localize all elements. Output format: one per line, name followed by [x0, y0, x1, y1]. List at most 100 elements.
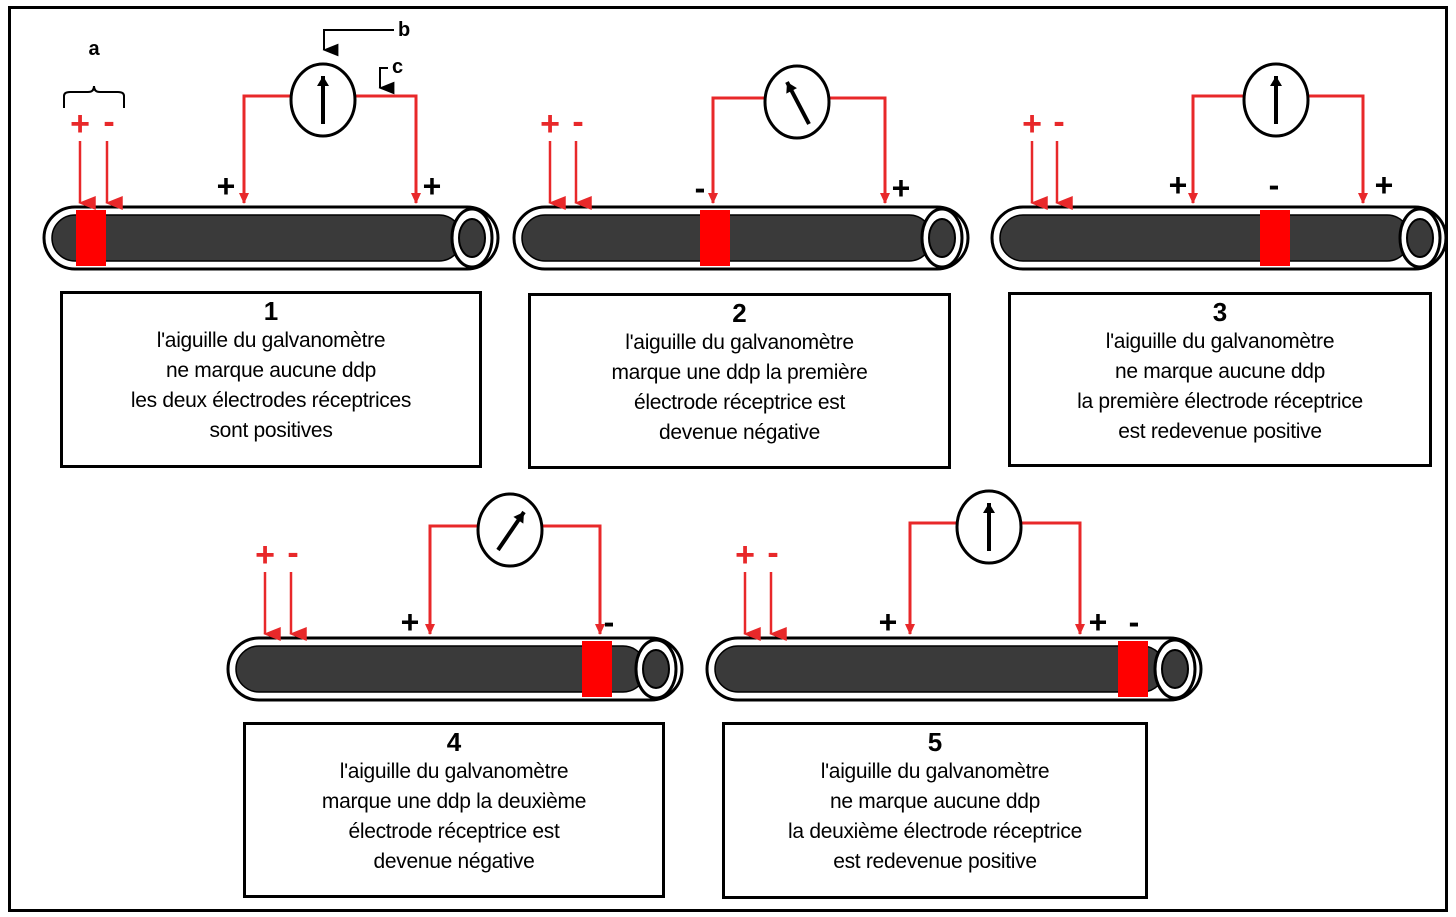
annotation-labels: a b c: [63, 19, 410, 108]
depolarized-zone: [582, 641, 612, 697]
galvanometer: [476, 492, 544, 568]
diagram-frame: [8, 6, 1448, 912]
stimulus-plus-sign: +: [540, 105, 560, 143]
receiving-electrode-2: [411, 193, 421, 204]
wire-left: [1191, 94, 1244, 203]
wave-polarity-sign: -: [1269, 167, 1280, 203]
caption-line: est redevenue positive: [833, 850, 1037, 873]
receiving-electrode-2: [1075, 624, 1085, 635]
caption-line: ne marque aucune ddp: [830, 790, 1040, 813]
step-number: 1: [263, 296, 279, 326]
electrode-1-polarity: +: [217, 168, 236, 204]
caption-line: électrode réceptrice est: [348, 820, 560, 843]
receiving-electrode-1: [239, 193, 249, 204]
needle-tip: [983, 503, 995, 513]
step-number: 2: [732, 298, 747, 328]
step-number: 3: [1212, 297, 1228, 327]
receiving-electrode-2: [595, 624, 605, 635]
receiving-electrode-2: [1358, 193, 1368, 204]
wire-left: [242, 94, 291, 203]
nerve-fiber-body: [999, 214, 1411, 262]
stimulus-plus-sign: +: [255, 536, 275, 574]
panel-4: +-+-: [226, 492, 684, 702]
needle-tip: [317, 76, 329, 86]
nerve-fiber-end-core: [458, 218, 486, 258]
wire-left: [908, 521, 957, 634]
stimulus-minus-sign: -: [287, 534, 298, 572]
panel-2: +--+: [512, 64, 970, 271]
caption-line: l'aiguille du galvanomètre: [156, 329, 386, 352]
depolarized-zone: [1260, 210, 1290, 266]
caption-line: est redevenue positive: [1118, 420, 1322, 443]
depolarized-zone: [700, 210, 730, 266]
galvanometer: [955, 489, 1023, 565]
electrode-2-polarity: -: [604, 604, 615, 640]
caption-box-1: 1 l'aiguille du galvanomètre ne marque auc…: [60, 291, 482, 468]
nerve-fiber-body: [51, 214, 463, 262]
wire-left: [711, 96, 765, 203]
electrode-2-polarity: +: [1089, 604, 1108, 640]
step-number: 4: [446, 727, 462, 757]
caption-line: ne marque aucune ddp: [166, 359, 376, 382]
nerve-fiber-end-core: [642, 649, 670, 689]
caption-box-2: 2 l'aiguille du galvanomètre marque une dd…: [528, 293, 951, 469]
label-b-pointer: [322, 29, 394, 57]
nerve-fiber-end-core: [928, 218, 956, 258]
caption-line: devenue négative: [658, 421, 820, 444]
receiving-electrode-1: [708, 193, 718, 204]
label-a: a: [88, 38, 100, 60]
electrode-1-polarity: -: [695, 170, 706, 206]
caption-box-5: 5 l'aiguille du galvanomètre ne marque auc…: [722, 722, 1148, 899]
stimulus-plus-sign: +: [70, 105, 90, 143]
electrode-1-polarity: +: [879, 604, 898, 640]
caption-line: les deux électrodes réceptrices: [130, 389, 412, 412]
panel-1: +-++: [42, 62, 500, 271]
wire-right: [1021, 521, 1082, 634]
nerve-fiber-body: [714, 645, 1166, 693]
caption-line: ne marque aucune ddp: [1115, 360, 1325, 383]
caption-line: l'aiguille du galvanomètre: [339, 760, 569, 783]
receiving-electrode-1: [425, 624, 435, 635]
wave-polarity-sign: -: [1129, 604, 1140, 640]
stimulus-minus-sign: -: [767, 534, 778, 572]
label-a-brace: [63, 85, 125, 108]
stimulus-minus-sign: -: [572, 103, 583, 141]
needle-tip: [786, 82, 797, 94]
label-b: b: [398, 19, 410, 41]
needle-tip: [513, 512, 524, 524]
panel-3: +-++-: [990, 62, 1448, 271]
electrode-1-polarity: +: [1169, 167, 1188, 203]
caption-line: devenue négative: [373, 850, 535, 873]
needle-tip: [1270, 76, 1282, 86]
galvanometer: [289, 62, 357, 138]
wire-right: [829, 96, 887, 203]
caption-line: l'aiguille du galvanomètre: [625, 331, 854, 354]
nerve-fiber-end-core: [1406, 218, 1434, 258]
electrode-1-polarity: +: [401, 604, 420, 640]
caption-line: marque une ddp la première: [611, 361, 868, 384]
receiving-electrode-2: [880, 193, 890, 204]
depolarized-zone: [76, 210, 106, 266]
receiving-electrode-1: [1188, 193, 1198, 204]
galvanometer: [1242, 62, 1310, 138]
stimulus-plus-sign: +: [1022, 105, 1042, 143]
depolarized-zone: [1118, 641, 1148, 697]
stimulus-minus-sign: -: [103, 103, 114, 141]
wire-left: [428, 524, 478, 634]
wire-right: [355, 94, 418, 203]
electrode-2-polarity: +: [1375, 167, 1394, 203]
galvanometer: [763, 64, 831, 140]
stimulus-plus-sign: +: [735, 536, 755, 574]
caption-line: électrode réceptrice est: [633, 391, 846, 414]
caption-line: l'aiguille du galvanomètre: [820, 760, 1050, 783]
caption-line: marque une ddp la deuxième: [321, 790, 587, 813]
step-number: 5: [927, 727, 943, 757]
caption-line: la première électrode réceptrice: [1077, 390, 1363, 413]
wire-right: [542, 524, 602, 634]
label-c: c: [392, 56, 403, 78]
electrode-2-polarity: +: [892, 170, 911, 206]
wire-right: [1308, 94, 1365, 203]
caption-line: sont positives: [209, 419, 333, 442]
